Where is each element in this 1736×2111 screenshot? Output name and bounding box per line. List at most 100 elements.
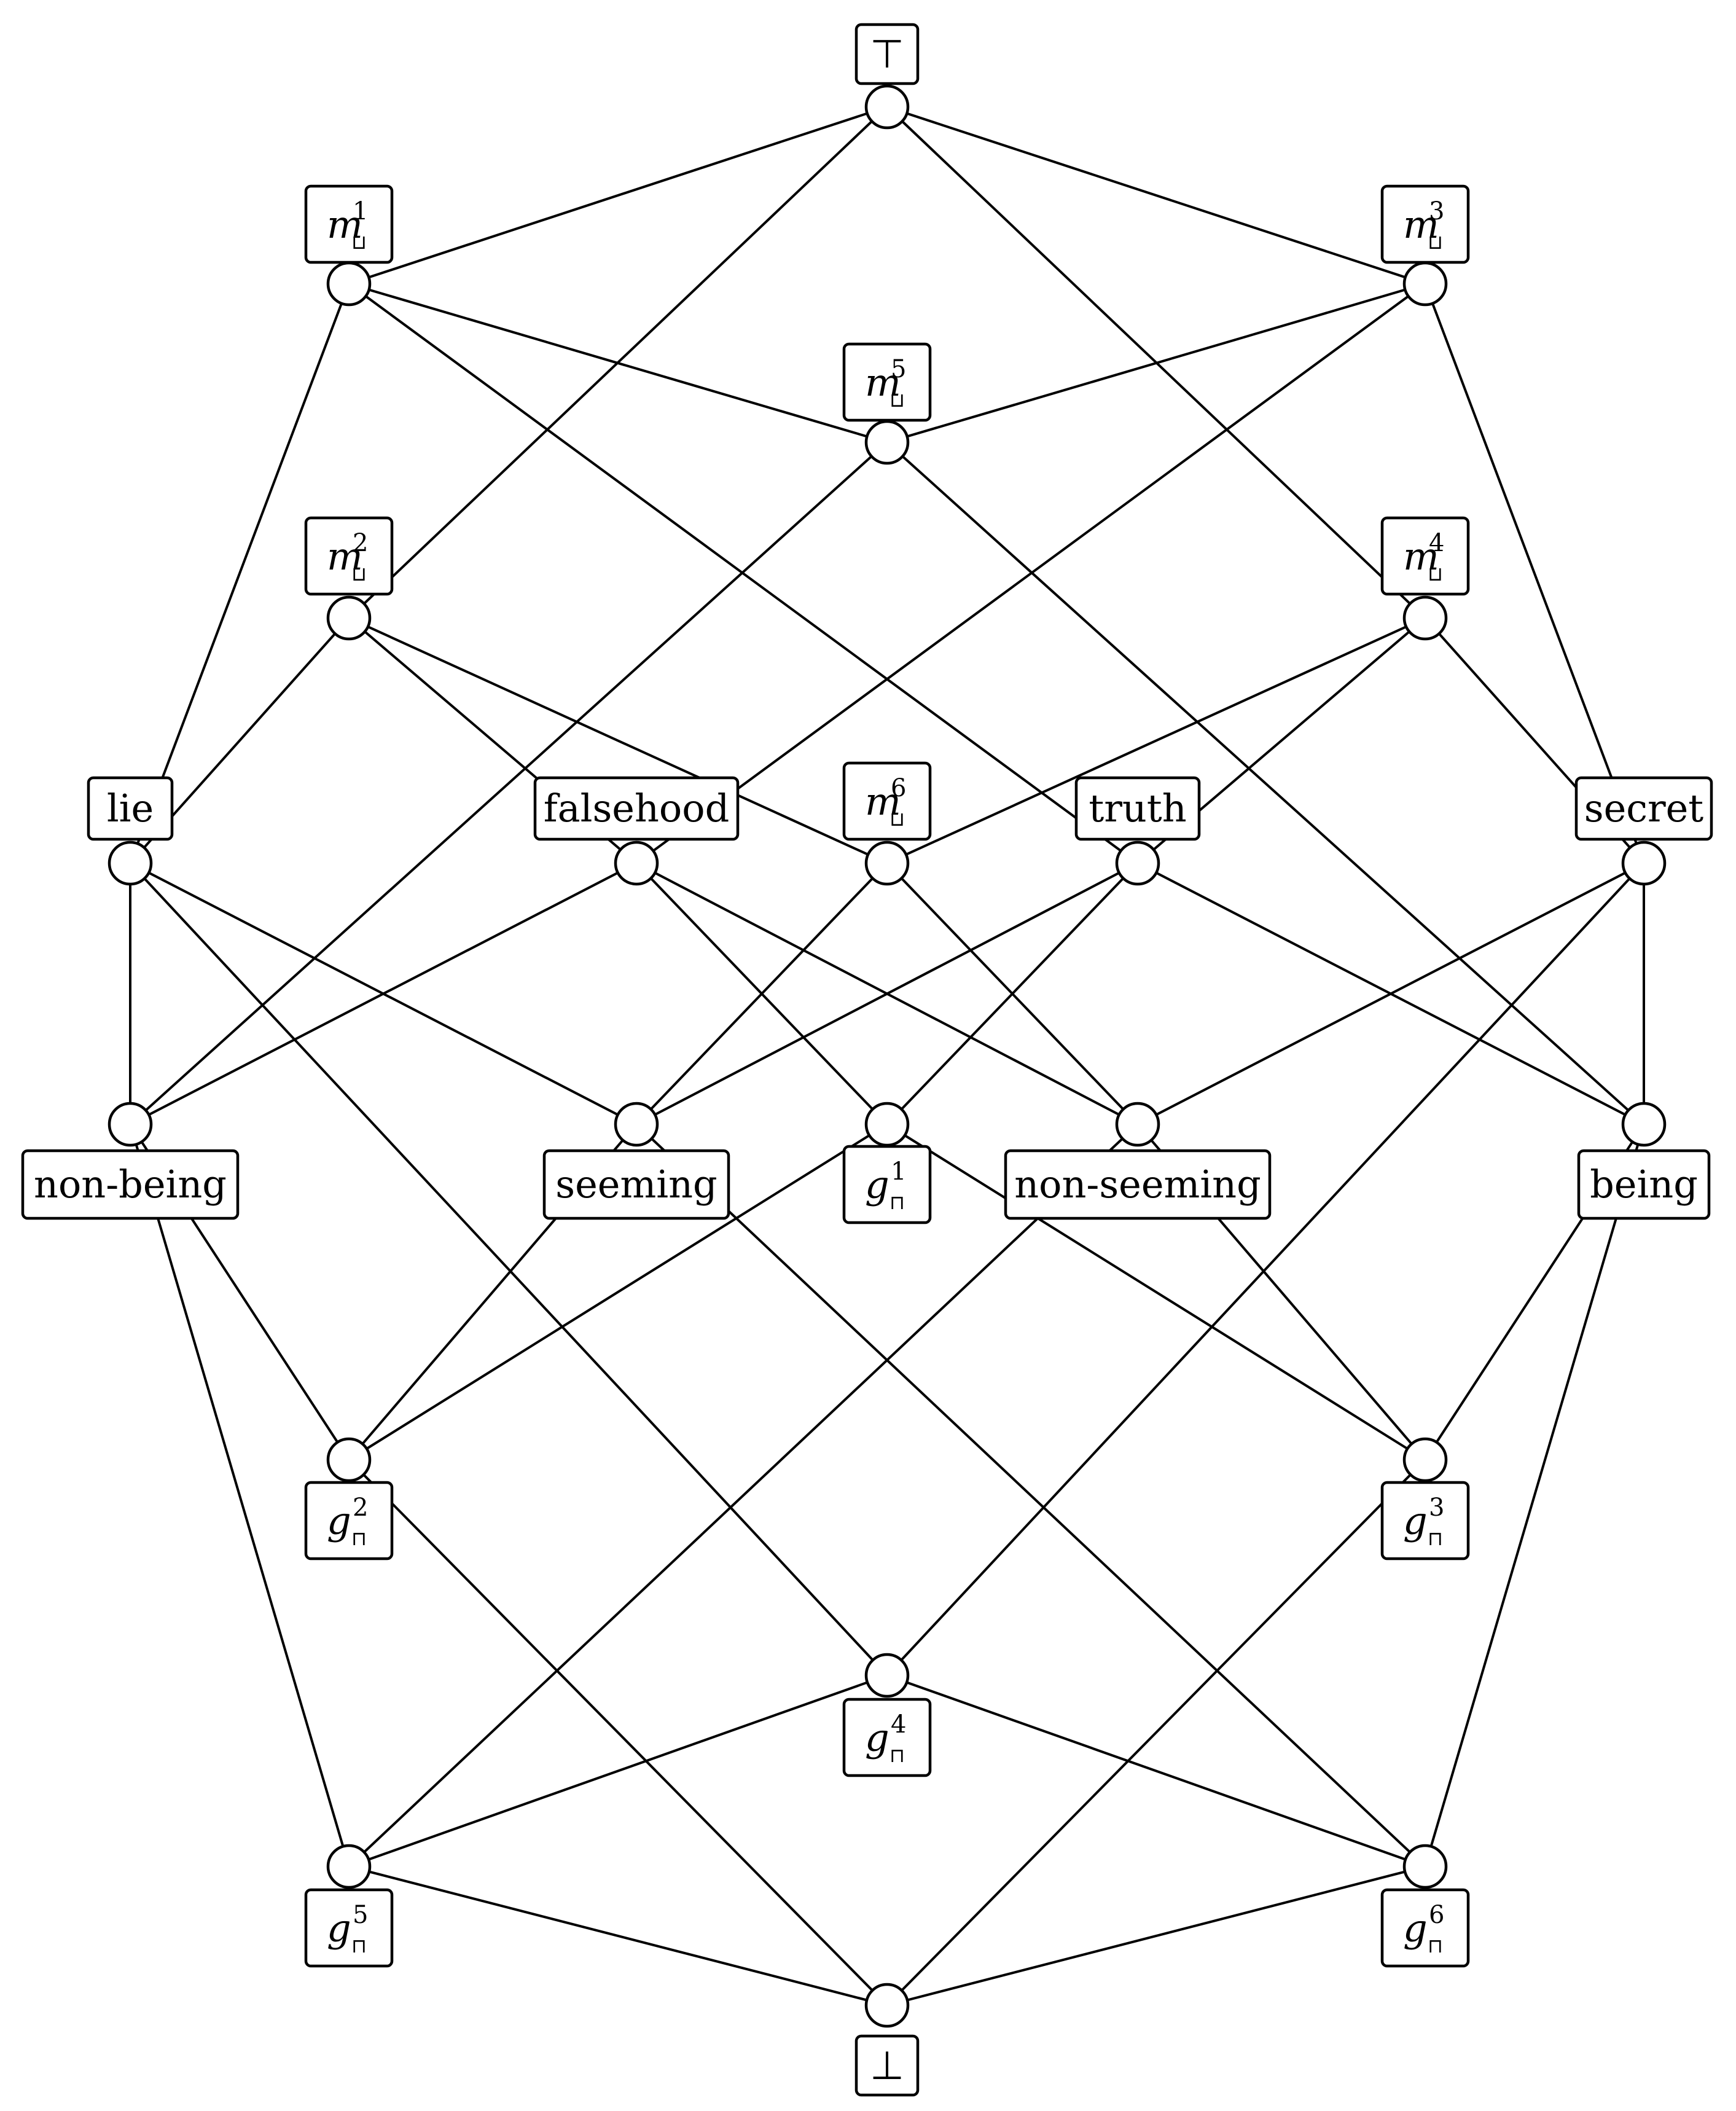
node-seeming bbox=[614, 1102, 659, 1147]
label-text-falsehood: falsehood bbox=[544, 786, 730, 831]
label-box-m5 bbox=[842, 342, 932, 422]
label-bottom: ⊥ bbox=[854, 2034, 920, 2097]
edge-m4-m6 bbox=[886, 617, 1426, 864]
label-index-m4: 4 bbox=[1429, 529, 1444, 557]
label-base-g5: g bbox=[327, 1906, 351, 1951]
node-g6 bbox=[1402, 1844, 1448, 1889]
label-base-m4: m bbox=[1403, 534, 1439, 579]
edge-m3-secret bbox=[1424, 283, 1645, 864]
label-top: ⊤ bbox=[854, 23, 920, 85]
edge-seeming-g6 bbox=[635, 1123, 1426, 1868]
label-truth: truth bbox=[1074, 776, 1201, 841]
edge-g5-bottom bbox=[348, 1865, 888, 2007]
label-secret: secret bbox=[1574, 776, 1713, 841]
edge-secret-nonseeming bbox=[1136, 862, 1645, 1126]
label-box-m2 bbox=[304, 516, 394, 596]
label-box-g1 bbox=[842, 1145, 932, 1224]
edge-g1-g2 bbox=[348, 1123, 888, 1461]
edge-truth-seeming bbox=[635, 862, 1139, 1126]
label-index-g6: 6 bbox=[1429, 1901, 1444, 1929]
edges-layer bbox=[129, 106, 1645, 2007]
label-box-lie bbox=[87, 776, 174, 841]
label-box-m4 bbox=[1380, 516, 1470, 596]
label-index-g1: 1 bbox=[891, 1157, 906, 1186]
edge-being-g6 bbox=[1424, 1123, 1645, 1868]
node-being bbox=[1621, 1102, 1667, 1147]
node-m4 bbox=[1402, 595, 1448, 641]
label-operator-m1: ⊔ bbox=[351, 230, 367, 254]
label-m6: m6⊔ bbox=[842, 761, 932, 841]
node-secret bbox=[1621, 840, 1667, 886]
label-box-nonbeing bbox=[21, 1149, 240, 1220]
edge-g2-bottom bbox=[348, 1459, 888, 2007]
label-box-falsehood bbox=[533, 776, 740, 841]
label-index-m2: 2 bbox=[353, 529, 368, 557]
label-index-g5: 5 bbox=[353, 1901, 368, 1929]
edge-nonseeming-g5 bbox=[348, 1123, 1139, 1868]
label-operator-m4: ⊔ bbox=[1428, 562, 1443, 586]
label-text-lie: lie bbox=[107, 786, 154, 831]
label-base-m6: m bbox=[865, 779, 901, 824]
label-base-g2: g bbox=[327, 1498, 351, 1543]
label-box-secret bbox=[1574, 776, 1713, 841]
label-m3: m3⊔ bbox=[1380, 184, 1470, 264]
node-m6 bbox=[864, 840, 910, 886]
label-base-m2: m bbox=[327, 534, 363, 579]
label-symbol-top: ⊤ bbox=[870, 32, 904, 77]
label-base-m1: m bbox=[327, 202, 363, 247]
edge-falsehood-nonbeing bbox=[129, 862, 638, 1126]
label-operator-m6: ⊔ bbox=[890, 807, 905, 831]
edge-truth-g1 bbox=[886, 862, 1139, 1126]
node-g3 bbox=[1402, 1437, 1448, 1482]
node-top bbox=[864, 84, 910, 130]
label-text-being: being bbox=[1590, 1162, 1698, 1207]
label-base-m3: m bbox=[1403, 202, 1439, 247]
node-m1 bbox=[326, 261, 372, 307]
node-g2 bbox=[326, 1437, 372, 1482]
label-box-bottom bbox=[854, 2034, 920, 2097]
edge-secret-g4 bbox=[886, 862, 1645, 1677]
label-index-m5: 5 bbox=[891, 355, 906, 383]
label-m1: m1 ⊔ bbox=[304, 184, 394, 264]
edge-lie-g4 bbox=[129, 862, 888, 1677]
node-m3 bbox=[1402, 261, 1448, 307]
label-seeming: seeming bbox=[542, 1149, 730, 1220]
label-index-m1: 1 bbox=[353, 197, 368, 225]
label-operator-m3: ⊔ bbox=[1428, 230, 1443, 254]
label-operator-m5: ⊔ bbox=[890, 388, 905, 412]
edge-m3-m5 bbox=[886, 283, 1426, 444]
edge-m1-m5 bbox=[348, 283, 888, 444]
label-symbol-bottom: ⊥ bbox=[870, 2043, 904, 2089]
node-falsehood bbox=[614, 840, 659, 886]
node-m2 bbox=[326, 595, 372, 641]
label-nonseeming: non-seeming bbox=[1004, 1149, 1272, 1220]
label-box-g3 bbox=[1380, 1481, 1470, 1561]
label-box-g6 bbox=[1380, 1888, 1470, 1968]
label-falsehood: falsehood bbox=[533, 776, 740, 841]
node-lie bbox=[108, 840, 153, 886]
label-text-nonbeing: non-being bbox=[34, 1162, 227, 1207]
edge-m6-seeming bbox=[635, 862, 888, 1126]
edge-m5-being bbox=[886, 441, 1645, 1126]
label-base-m5: m bbox=[865, 360, 901, 405]
node-bottom bbox=[864, 1983, 910, 2028]
label-box-truth bbox=[1074, 776, 1201, 841]
label-operator-g5: ⊓ bbox=[351, 1934, 367, 1957]
label-box-g4 bbox=[842, 1698, 932, 1777]
node-g5 bbox=[326, 1844, 372, 1889]
node-g1 bbox=[864, 1102, 910, 1147]
label-operator-g6: ⊓ bbox=[1428, 1934, 1443, 1957]
label-operator-m2: ⊔ bbox=[351, 562, 367, 586]
label-base-g6: g bbox=[1403, 1906, 1428, 1951]
edge-nonbeing-g5 bbox=[129, 1123, 350, 1868]
edge-g6-bottom bbox=[886, 1865, 1426, 2007]
label-box-seeming bbox=[542, 1149, 730, 1220]
label-base-g4: g bbox=[865, 1715, 890, 1760]
